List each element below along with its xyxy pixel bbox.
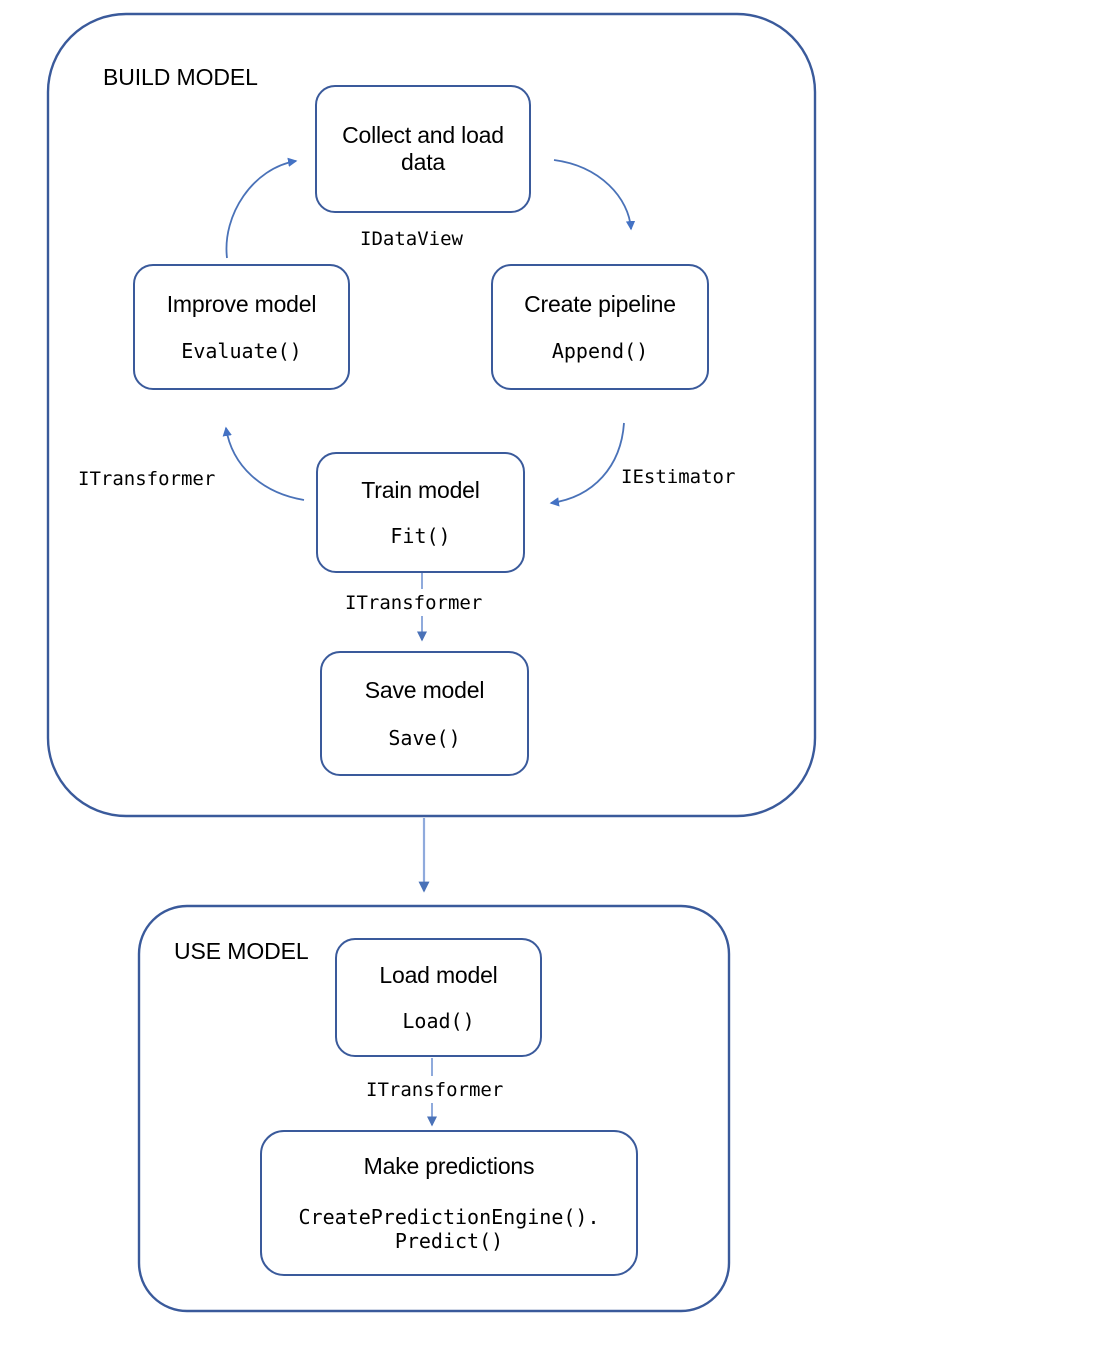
node-create-pipeline-title: Create pipeline <box>524 290 676 317</box>
edge-collect-to-pipeline <box>553 159 636 231</box>
node-save-model-title: Save model <box>364 677 485 704</box>
build-model-container <box>46 12 817 818</box>
node-improve-model-api: Evaluate() <box>181 339 302 364</box>
node-improve-model-title: Improve model <box>166 290 317 317</box>
node-save-model[interactable]: Save model Save() <box>320 651 529 776</box>
edge-label-idataview: IDataView <box>360 228 463 250</box>
node-create-pipeline[interactable]: Create pipeline Append() <box>491 264 709 390</box>
edge-label-iestimator: IEstimator <box>621 466 736 488</box>
node-create-pipeline-api: Append() <box>551 339 649 364</box>
node-improve-model[interactable]: Improve model Evaluate() <box>133 264 350 390</box>
node-make-predictions-title: Make predictions <box>363 1152 535 1179</box>
node-collect-and-load-data[interactable]: Collect and load data <box>315 85 531 213</box>
node-train-model[interactable]: Train model Fit() <box>316 452 525 573</box>
use-model-container <box>137 904 731 1313</box>
node-train-model-api: Fit() <box>390 523 451 548</box>
build-model-label: BUILD MODEL <box>103 64 258 90</box>
node-make-predictions-api: CreatePredictionEngine(). Predict() <box>298 1205 600 1254</box>
node-load-model[interactable]: Load model Load() <box>335 938 542 1057</box>
edge-label-itransformer-predict: ITransformer <box>366 1079 504 1101</box>
node-save-model-api: Save() <box>388 725 461 750</box>
edge-train-to-improve <box>222 426 305 501</box>
node-train-model-title: Train model <box>361 477 480 504</box>
node-load-model-api: Load() <box>402 1008 475 1033</box>
use-model-label: USE MODEL <box>174 938 309 964</box>
node-make-predictions[interactable]: Make predictions CreatePredictionEngine(… <box>260 1130 638 1276</box>
node-collect-title: Collect and load data <box>342 122 504 175</box>
edge-label-itransformer-left: ITransformer <box>78 468 216 490</box>
edge-label-itransformer-save: ITransformer <box>345 592 483 614</box>
edge-pipeline-to-train <box>549 422 625 507</box>
node-load-model-title: Load model <box>379 962 498 989</box>
edge-improve-to-collect <box>225 157 298 259</box>
